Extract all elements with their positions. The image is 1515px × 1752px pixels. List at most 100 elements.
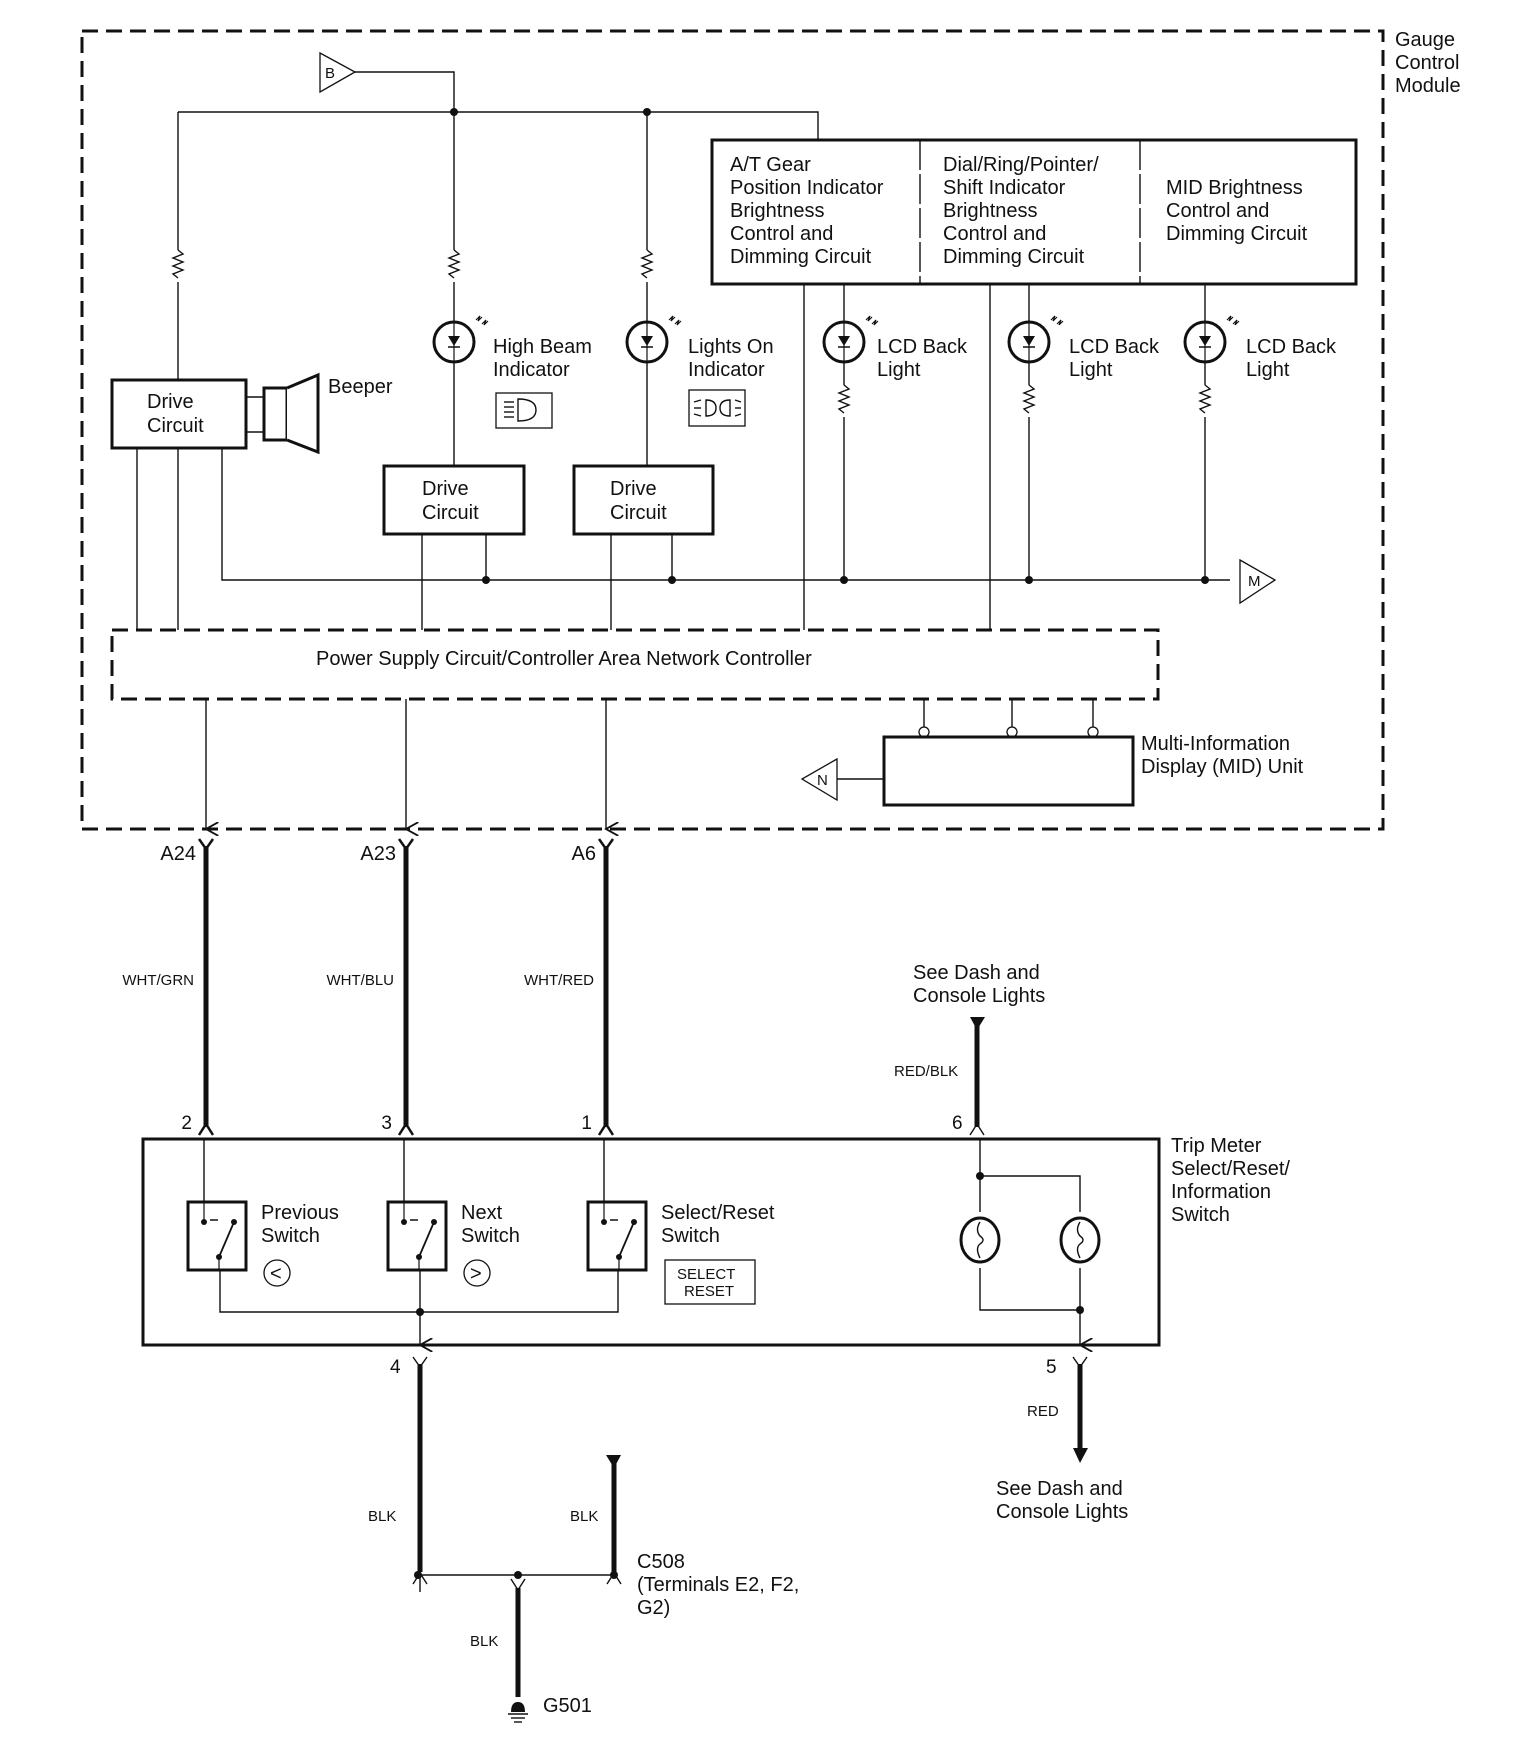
- svg-text:Power Supply Circuit/Controlle: Power Supply Circuit/Controller Area Net…: [316, 648, 812, 670]
- ground-g501-label: G501: [543, 1695, 592, 1717]
- led-icon: [1183, 315, 1240, 364]
- svg-text:Console Lights: Console Lights: [913, 985, 1045, 1007]
- next-arrow-icon: >: [463, 1259, 491, 1287]
- terminal-label: A24: [160, 843, 196, 865]
- previous-switch-label: Previous Switch: [261, 1202, 339, 1247]
- beeper-icon: [246, 372, 320, 455]
- svg-text:Shift Indicator: Shift Indicator: [943, 177, 1066, 199]
- svg-text:Indicator: Indicator: [493, 359, 570, 381]
- gauge-control-module-boundary: [80, 29, 1385, 831]
- power-supply-can-controller: Power Supply Circuit/Controller Area Net…: [110, 628, 1160, 701]
- svg-text:Circuit: Circuit: [422, 502, 479, 524]
- svg-text:Information: Information: [1171, 1181, 1271, 1203]
- resistor-icon: [1022, 384, 1036, 414]
- terminal-label: A6: [572, 843, 596, 865]
- svg-text:Drive: Drive: [147, 391, 194, 413]
- pin-4: 4: [390, 1357, 401, 1378]
- svg-text:Multi-Information: Multi-Information: [1141, 733, 1290, 755]
- switch-symbol-icon: [386, 1200, 448, 1272]
- trip-meter-switch-label: Trip Meter Select/Reset/ Information Swi…: [1171, 1135, 1290, 1226]
- dash-console-lights-reference-top: See Dash and Console Lights: [913, 962, 1045, 1007]
- dimming-control-box: [710, 138, 1358, 286]
- bulb-icon: [1059, 1216, 1101, 1264]
- svg-text:A/T Gear: A/T Gear: [730, 154, 811, 176]
- svg-text:(Terminals E2, F2,: (Terminals E2, F2,: [637, 1574, 799, 1596]
- connector-n: N: [800, 757, 838, 802]
- svg-text:Light: Light: [1246, 359, 1290, 381]
- lcd-back-light-label-1: LCD Back Light: [877, 336, 968, 381]
- resistor-icon: [640, 249, 654, 279]
- beeper-drive-circuit: Drive Circuit: [110, 378, 248, 450]
- pin-5: 5: [1046, 1357, 1057, 1378]
- module-title-line: Control: [1395, 52, 1459, 74]
- select-reset-switch-label: Select/Reset Switch: [661, 1202, 775, 1247]
- resistor-icon: [171, 249, 185, 279]
- svg-text:Brightness: Brightness: [730, 200, 825, 222]
- connector-n-label: N: [817, 772, 828, 789]
- svg-text:Brightness: Brightness: [943, 200, 1038, 222]
- resistor-icon: [447, 249, 461, 279]
- svg-text:Dimming Circuit: Dimming Circuit: [1166, 223, 1308, 245]
- lcd-back-light-label-3: LCD Back Light: [1246, 336, 1337, 381]
- connector-m-label: M: [1248, 573, 1261, 590]
- svg-text:Drive: Drive: [422, 478, 469, 500]
- lights-on-symbol-icon: [688, 389, 746, 427]
- bulb-icon: [959, 1216, 1001, 1264]
- pin-6: 6: [952, 1113, 963, 1134]
- mid-unit: [882, 735, 1135, 807]
- svg-text:LCD Back: LCD Back: [1246, 336, 1337, 358]
- dimming-section-dial: Dial/Ring/Pointer/ Shift Indicator Brigh…: [943, 154, 1099, 268]
- select-reset-badge-icon: SELECT RESET: [664, 1259, 756, 1305]
- resistor-icon: [1198, 384, 1212, 414]
- high-beam-symbol-icon: [495, 392, 553, 429]
- wire-color-red-blk: RED/BLK: [894, 1063, 958, 1080]
- dash-console-lights-reference-bottom: See Dash and Console Lights: [996, 1478, 1128, 1523]
- wire-color-blk-left: BLK: [368, 1508, 396, 1525]
- svg-text:LCD Back: LCD Back: [877, 336, 968, 358]
- svg-text:Trip Meter: Trip Meter: [1171, 1135, 1262, 1157]
- svg-text:Drive: Drive: [610, 478, 657, 500]
- svg-text:Light: Light: [1069, 359, 1113, 381]
- wire-color-red: RED: [1027, 1403, 1059, 1420]
- previous-arrow-icon: <: [263, 1259, 291, 1287]
- svg-text:Indicator: Indicator: [688, 359, 765, 381]
- svg-text:MID Brightness: MID Brightness: [1166, 177, 1303, 199]
- next-switch-label: Next Switch: [461, 1202, 520, 1247]
- high-beam-drive-circuit: Drive Circuit: [382, 464, 526, 536]
- led-icon: [625, 315, 682, 364]
- svg-text:Next: Next: [461, 1202, 503, 1224]
- svg-text:Select/Reset/: Select/Reset/: [1171, 1158, 1290, 1180]
- wire-color-blk-right: BLK: [570, 1508, 598, 1525]
- svg-text:>: >: [470, 1263, 482, 1285]
- module-title-line: Module: [1395, 75, 1461, 97]
- c508-connector-label: C508 (Terminals E2, F2, G2): [637, 1551, 799, 1619]
- gauge-control-module-label: Gauge Control Module: [1395, 29, 1461, 97]
- svg-text:Control and: Control and: [730, 223, 833, 245]
- switch-pin-label: 3: [381, 1113, 392, 1134]
- dimming-section-mid: MID Brightness Control and Dimming Circu…: [1166, 177, 1308, 245]
- svg-text:Select/Reset: Select/Reset: [661, 1202, 775, 1224]
- resistor-icon: [837, 384, 851, 414]
- svg-text:Switch: Switch: [261, 1225, 320, 1247]
- svg-text:Switch: Switch: [461, 1225, 520, 1247]
- ground-icon: [508, 1702, 528, 1723]
- svg-text:G2): G2): [637, 1597, 670, 1619]
- dimming-section-at-gear: A/T Gear Position Indicator Brightness C…: [730, 154, 884, 268]
- connector-m: M: [1239, 558, 1277, 605]
- connector-b: B: [319, 51, 357, 94]
- wire-color-label: WHT/GRN: [122, 972, 194, 989]
- svg-text:Console Lights: Console Lights: [996, 1501, 1128, 1523]
- switch-pin-label: 2: [181, 1113, 192, 1134]
- svg-text:<: <: [270, 1263, 282, 1285]
- led-icon: [432, 315, 489, 364]
- wire-color-label: WHT/BLU: [327, 972, 395, 989]
- module-title-line: Gauge: [1395, 29, 1455, 51]
- lights-on-indicator-label: Lights On Indicator: [688, 336, 774, 381]
- svg-text:Dimming Circuit: Dimming Circuit: [730, 246, 872, 268]
- supply-bus: [178, 111, 819, 140]
- svg-text:Control and: Control and: [1166, 200, 1269, 222]
- svg-text:Dimming Circuit: Dimming Circuit: [943, 246, 1085, 268]
